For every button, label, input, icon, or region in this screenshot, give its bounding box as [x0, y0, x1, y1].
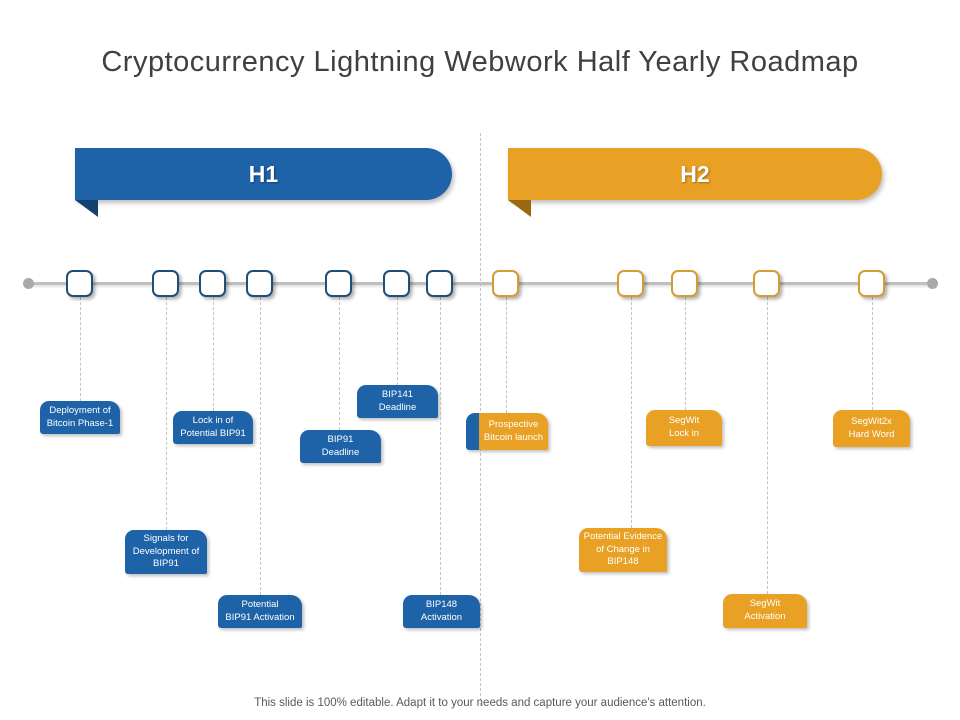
- connector-bip91-deadline: [339, 297, 340, 430]
- connector-deployment-bitcoin-phase-1: [80, 297, 81, 401]
- callout-bip148-activation: BIP148 Activation: [403, 595, 480, 628]
- timeline-line: [28, 282, 932, 285]
- connector-segwit2x-hard-word: [872, 297, 873, 410]
- timeline-start-dot: [23, 278, 34, 289]
- callout-potential-bip91-activation: Potential BIP91 Activation: [218, 595, 302, 628]
- connector-prospective-bitcoin-launch: [506, 297, 507, 413]
- h1-ribbon-fold: [75, 200, 98, 217]
- timeline-marker-potential-bip91-activation: [246, 270, 273, 297]
- connector-bip148-activation: [440, 297, 441, 595]
- timeline-marker-signals-development-bip91: [152, 270, 179, 297]
- h1-banner-label: H1: [248, 160, 279, 187]
- connector-signals-development-bip91: [166, 297, 167, 530]
- callout-segwit-activation: SegWit Activation: [723, 594, 807, 628]
- connector-segwit-activation: [767, 297, 768, 594]
- connector-lock-in-potential-bip91: [213, 297, 214, 411]
- callout-bip141-deadline: BIP141 Deadline: [357, 385, 438, 418]
- callout-segwit-lock-in: SegWit Lock in: [646, 410, 722, 446]
- timeline-marker-potential-evidence-bip148: [617, 270, 644, 297]
- callout-potential-evidence-bip148: Potential Evidence of Change in BIP148: [579, 528, 667, 572]
- timeline-marker-segwit2x-hard-word: [858, 270, 885, 297]
- callout-lock-in-potential-bip91: Lock in of Potential BIP91: [173, 411, 253, 444]
- connector-segwit-lock-in: [685, 297, 686, 410]
- callout-segwit2x-hard-word: SegWit2x Hard Word: [833, 410, 910, 447]
- h2-banner-ribbon: H2: [508, 148, 882, 200]
- h1-banner-ribbon: H1: [75, 148, 452, 200]
- h2-ribbon-fold: [508, 200, 531, 217]
- callout-prospective-bitcoin-launch: Prospective Bitcoin launch: [466, 413, 548, 450]
- connector-potential-bip91-activation: [260, 297, 261, 595]
- timeline-marker-bip91-deadline: [325, 270, 352, 297]
- timeline-marker-segwit-lock-in: [671, 270, 698, 297]
- page-title: Cryptocurrency Lightning Webwork Half Ye…: [101, 46, 859, 78]
- callout-deployment-bitcoin-phase-1: Deployment of Bitcoin Phase-1: [40, 401, 120, 434]
- timeline-end-dot: [927, 278, 938, 289]
- connector-bip141-deadline: [397, 297, 398, 385]
- callout-signals-development-bip91: Signals for Development of BIP91: [125, 530, 207, 574]
- connector-potential-evidence-bip148: [631, 297, 632, 528]
- timeline-marker-deployment-bitcoin-phase-1: [66, 270, 93, 297]
- h2-banner-label: H2: [680, 160, 710, 187]
- timeline-marker-lock-in-potential-bip91: [199, 270, 226, 297]
- timeline-marker-segwit-activation: [753, 270, 780, 297]
- timeline-marker-bip141-deadline: [383, 270, 410, 297]
- callout-bip91-deadline: BIP91 Deadline: [300, 430, 381, 463]
- timeline-marker-bip148-activation: [426, 270, 453, 297]
- footer-note: This slide is 100% editable. Adapt it to…: [254, 697, 706, 709]
- timeline-marker-prospective-bitcoin-launch: [492, 270, 519, 297]
